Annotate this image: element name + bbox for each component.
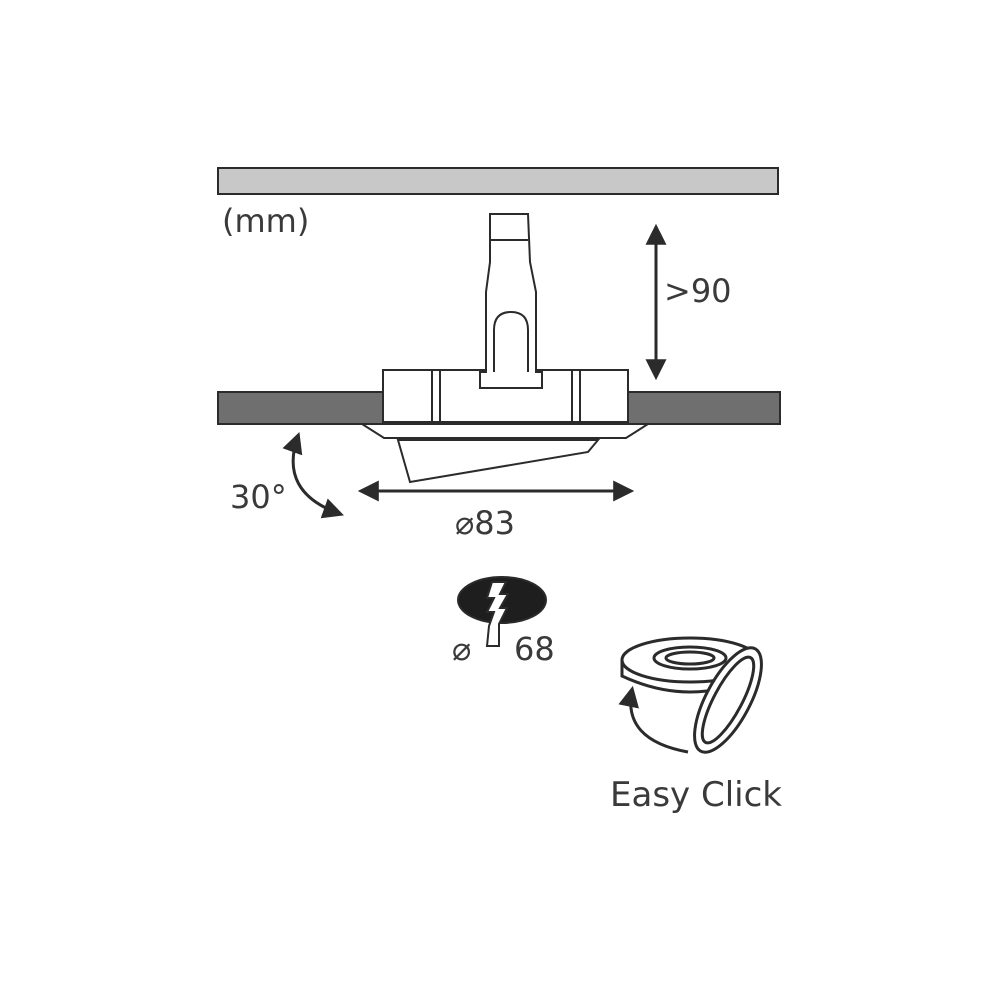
easy-click-icon — [618, 636, 763, 754]
upper-ceiling-slab — [217, 167, 779, 195]
ceiling-board-left — [217, 391, 384, 425]
clearance-depth-label: >90 — [664, 272, 732, 310]
tilt-angle-arrow — [282, 432, 344, 519]
tilt-angle-label: 30° — [230, 478, 287, 516]
cutout-diameter-value: 68 — [514, 630, 555, 668]
spring-clip — [479, 213, 543, 389]
ceiling-board-right — [627, 391, 781, 425]
easy-click-label: Easy Click — [610, 775, 782, 815]
cutout-hole-icon — [457, 576, 547, 647]
outer-diameter-label: ⌀83 — [455, 504, 515, 542]
tilted-lamp-bezel — [358, 423, 652, 484]
units-label: (mm) — [222, 202, 309, 240]
cutout-diameter-symbol: ⌀ — [452, 630, 471, 668]
